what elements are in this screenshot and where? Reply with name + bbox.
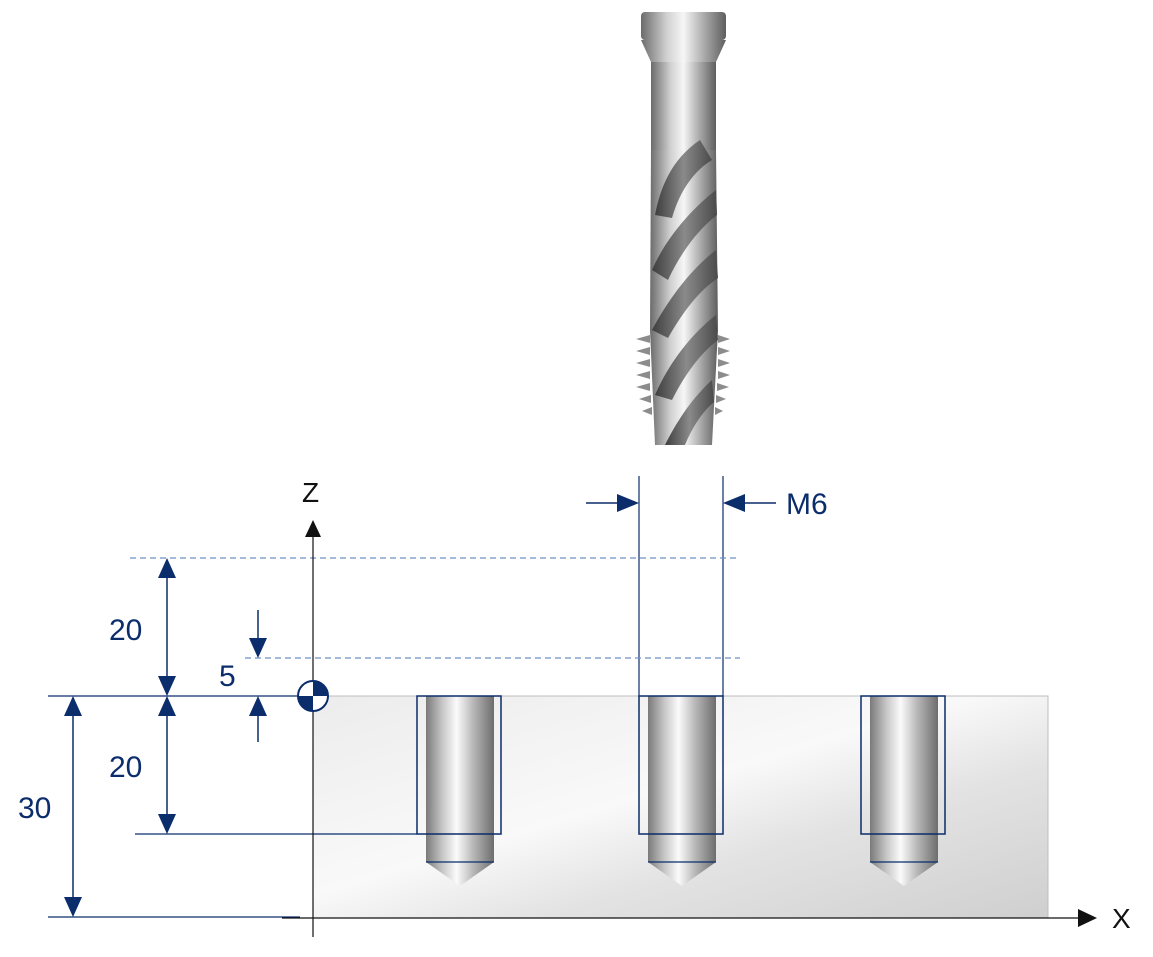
spiral-flute-tap-icon — [636, 12, 730, 445]
thread-size-extension-lines — [638, 476, 724, 696]
thread-size-label: M6 — [786, 488, 828, 521]
threaded-hole — [416, 695, 502, 886]
z-axis-label: Z — [302, 477, 319, 508]
safety-clearance-dimension — [249, 610, 267, 742]
x-axis-label: X — [1112, 903, 1131, 934]
x-axis — [282, 909, 1097, 927]
dimension-reference-lines — [48, 695, 417, 918]
z-axis-arrow-icon — [305, 520, 321, 537]
threaded-hole — [638, 695, 724, 886]
thread-size-dimension — [586, 494, 776, 512]
thread-depth-label: 20 — [109, 751, 142, 784]
retract-height-dimension — [158, 558, 176, 696]
retract-height-label: 20 — [109, 614, 142, 647]
workpiece-zero-point-icon — [297, 680, 329, 712]
workpiece-height-label: 30 — [18, 792, 51, 825]
safety-clearance-label: 5 — [219, 660, 236, 693]
workpiece-height-dimension — [64, 696, 82, 917]
thread-depth-dimension — [158, 696, 176, 834]
x-axis-arrow-icon — [1078, 909, 1097, 927]
threaded-hole — [860, 695, 946, 886]
z-axis — [305, 520, 321, 937]
